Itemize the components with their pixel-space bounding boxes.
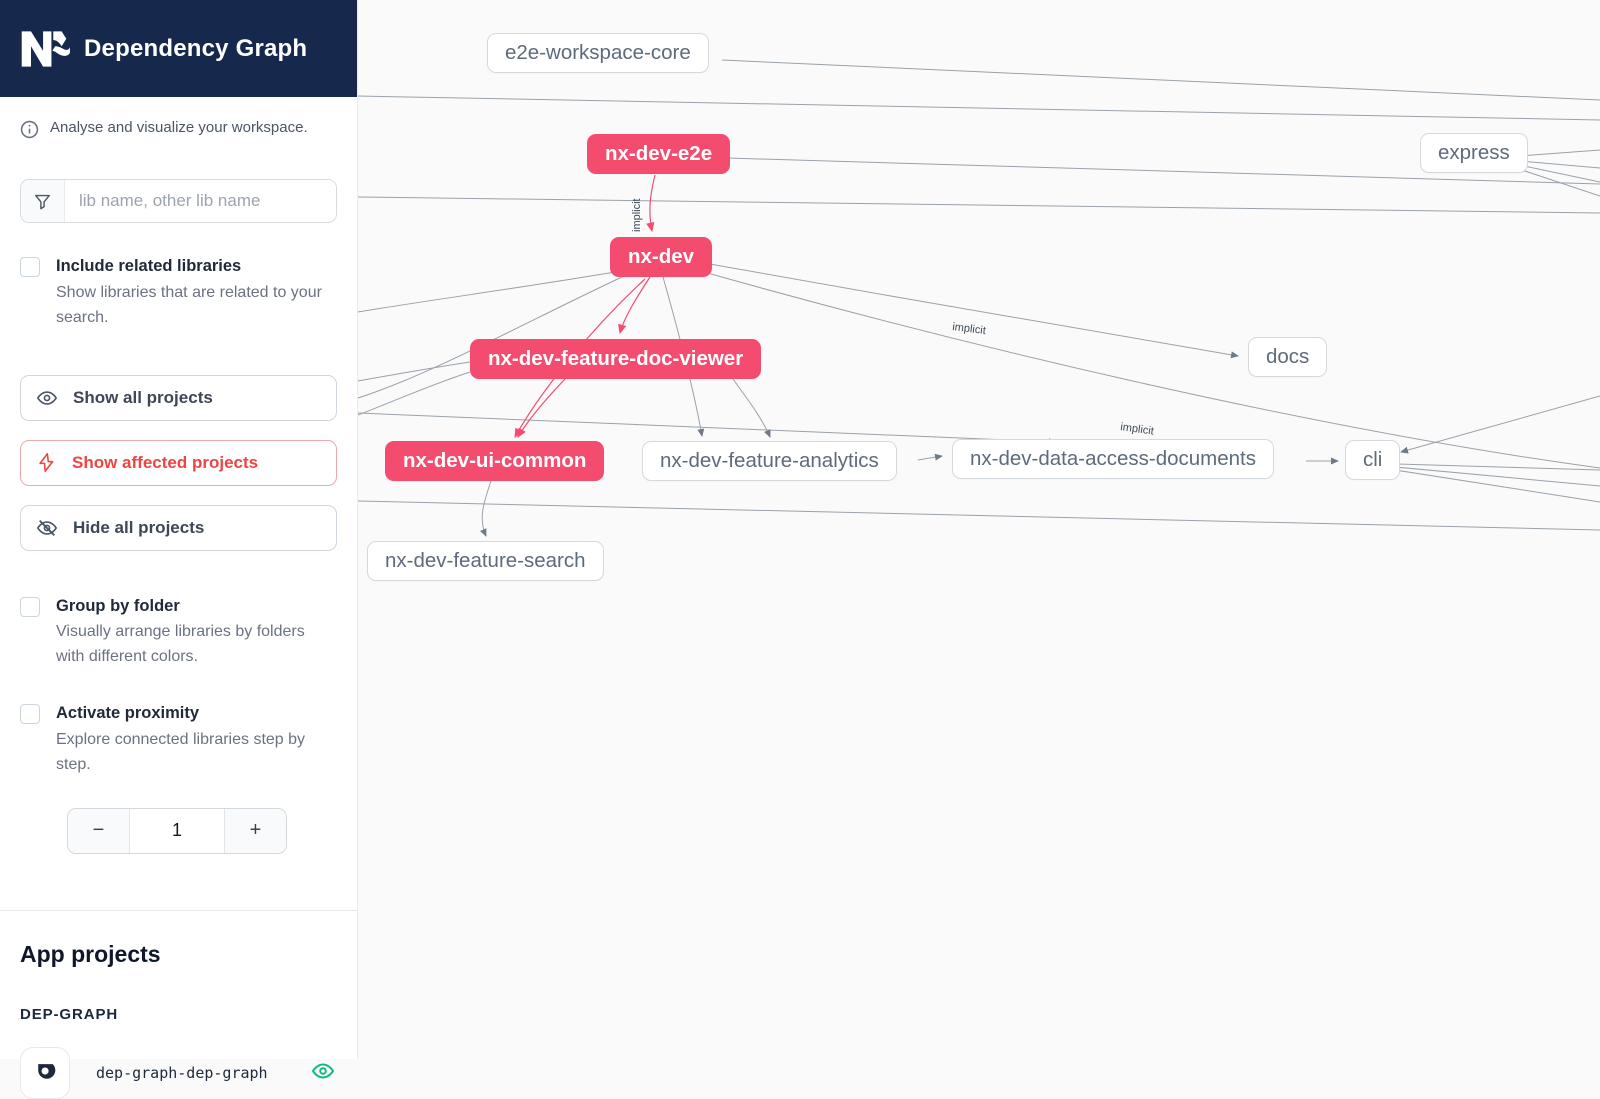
edge-label-implicit: implicit — [1120, 421, 1155, 438]
sidebar: Dependency Graph Analyse and visualize y… — [0, 0, 358, 1099]
show-all-projects-label: Show all projects — [73, 387, 213, 407]
app-projects-heading: App projects — [20, 940, 161, 967]
stepper-value[interactable]: 1 — [129, 808, 225, 853]
tagline-text: Analyse and visualize your workspace. — [50, 119, 308, 136]
library-filter — [20, 179, 337, 223]
graph-node-nx-dev-data-access-documents[interactable]: nx-dev-data-access-documents — [952, 439, 1274, 479]
graph-node-nx-dev[interactable]: nx-dev — [610, 237, 713, 277]
workspace-tagline: Analyse and visualize your workspace. — [20, 119, 337, 139]
project-group-label: DEP-GRAPH — [20, 1005, 119, 1023]
activate-proximity-label: Activate proximity — [56, 704, 200, 723]
stepper-increment-button[interactable]: + — [225, 808, 286, 853]
show-all-projects-button[interactable]: Show all projects — [20, 374, 337, 421]
show-affected-projects-button[interactable]: Show affected projects — [20, 439, 337, 486]
stepper-decrement-button[interactable]: − — [68, 808, 129, 853]
graph-node-nx-dev-feature-doc-viewer[interactable]: nx-dev-feature-doc-viewer — [470, 339, 762, 379]
project-list-item: dep-graph-dep-graph — [20, 1046, 337, 1099]
edge-label-implicit: implicit — [952, 321, 987, 337]
proximity-depth-stepper: − 1 + — [67, 807, 287, 854]
eye-icon — [36, 390, 58, 405]
project-visibility-toggle[interactable] — [309, 1057, 337, 1088]
hide-all-projects-button[interactable]: Hide all projects — [20, 504, 337, 551]
activate-proximity-option: Activate proximity Explore connected lib… — [20, 702, 337, 778]
group-by-folder-option: Group by folder Visually arrange librari… — [20, 595, 337, 671]
focus-icon — [37, 1064, 55, 1079]
show-affected-projects-label: Show affected projects — [72, 452, 259, 472]
group-by-folder-label: Group by folder — [56, 596, 180, 615]
group-by-folder-checkbox[interactable] — [20, 596, 40, 617]
graph-node-express[interactable]: express — [1420, 133, 1528, 173]
graph-node-nx-dev-e2e[interactable]: nx-dev-e2e — [587, 134, 731, 174]
sidebar-header: Dependency Graph — [0, 0, 357, 97]
include-related-label: Include related libraries — [56, 257, 242, 275]
include-related-option: Include related libraries Show libraries… — [20, 255, 337, 331]
graph-node-nx-dev-feature-analytics[interactable]: nx-dev-feature-analytics — [642, 441, 897, 481]
nx-logo — [18, 28, 70, 70]
filter-funnel-icon — [21, 180, 65, 222]
info-icon — [20, 120, 39, 139]
include-related-description: Show libraries that are related to your … — [56, 283, 322, 326]
group-by-folder-description: Visually arrange libraries by folders wi… — [56, 623, 305, 666]
activate-proximity-description: Explore connected libraries step by step… — [56, 730, 306, 773]
include-related-checkbox[interactable] — [20, 257, 40, 277]
focus-project-button[interactable] — [20, 1046, 70, 1099]
graph-node-nx-dev-feature-search[interactable]: nx-dev-feature-search — [367, 541, 604, 581]
eye-off-icon — [36, 519, 58, 536]
eye-visible-icon — [311, 1063, 335, 1079]
project-name: dep-graph-dep-graph — [96, 1063, 268, 1082]
graph-node-docs[interactable]: docs — [1248, 337, 1328, 377]
edge-label-implicit: implicit — [631, 198, 643, 232]
lightning-bolt-icon — [39, 452, 54, 473]
search-input[interactable] — [65, 180, 336, 222]
hide-all-projects-label: Hide all projects — [73, 517, 205, 537]
graph-node-cli[interactable]: cli — [1345, 440, 1401, 480]
graph-node-nx-dev-ui-common[interactable]: nx-dev-ui-common — [385, 441, 605, 481]
graph-node-e2e-workspace-core[interactable]: e2e-workspace-core — [487, 33, 709, 73]
app-title: Dependency Graph — [84, 34, 308, 62]
sidebar-divider — [0, 909, 357, 911]
activate-proximity-checkbox[interactable] — [20, 704, 40, 725]
